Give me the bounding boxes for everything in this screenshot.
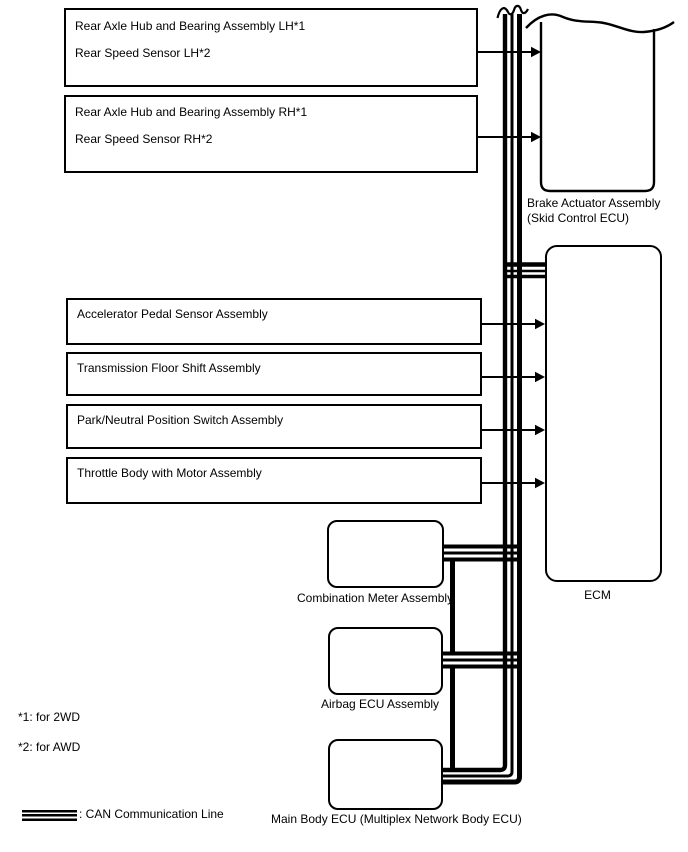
arrow-accelerator-to-ecm xyxy=(482,318,545,330)
box-rear-axle-hub-lh-line2: Rear Speed Sensor LH*2 xyxy=(75,46,211,60)
can-stub-airbag xyxy=(442,651,522,669)
box-ecm xyxy=(545,245,662,582)
box-rear-axle-hub-rh: Rear Axle Hub and Bearing Assembly RH*1 … xyxy=(64,95,478,173)
box-combination-meter xyxy=(327,520,444,588)
label-ecm: ECM xyxy=(584,588,611,602)
box-airbag-ecu xyxy=(328,627,443,695)
box-park-neutral-switch: Park/Neutral Position Switch Assembly xyxy=(66,404,482,449)
arrow-rear-lh-to-brake-actuator xyxy=(478,46,541,58)
brake-actuator-box xyxy=(525,13,675,193)
box-throttle-body-label: Throttle Body with Motor Assembly xyxy=(77,466,262,480)
arrow-rear-rh-to-brake-actuator xyxy=(478,131,541,143)
signal-arrows xyxy=(478,46,545,489)
box-main-body-ecu xyxy=(328,739,443,810)
label-airbag-ecu: Airbag ECU Assembly xyxy=(321,697,440,711)
box-transmission-floor-shift-label: Transmission Floor Shift Assembly xyxy=(77,361,261,375)
arrow-throttle-to-ecm xyxy=(482,477,545,489)
label-brake-actuator-line2: (Skid Control ECU) xyxy=(527,211,630,225)
box-accelerator-pedal-sensor: Accelerator Pedal Sensor Assembly xyxy=(66,298,482,345)
bus-break-squiggle xyxy=(496,4,529,19)
box-rear-axle-hub-rh-line2: Rear Speed Sensor RH*2 xyxy=(75,132,213,146)
can-bus-main-line xyxy=(442,14,522,785)
can-line-legend-icon xyxy=(22,810,77,821)
label-brake-actuator-line1: Brake Actuator Assembly xyxy=(527,196,661,210)
brake-actuator-box-outline xyxy=(539,22,656,193)
box-rear-axle-hub-rh-line1: Rear Axle Hub and Bearing Assembly RH*1 xyxy=(75,105,308,119)
box-transmission-floor-shift: Transmission Floor Shift Assembly xyxy=(66,352,482,396)
arrow-transmission-to-ecm xyxy=(482,371,545,383)
label-main-body-ecu: Main Body ECU (Multiplex Network Body EC… xyxy=(271,812,522,826)
box-accelerator-pedal-sensor-label: Accelerator Pedal Sensor Assembly xyxy=(77,307,268,321)
arrow-park-neutral-to-ecm xyxy=(482,424,545,436)
box-throttle-body: Throttle Body with Motor Assembly xyxy=(66,457,482,504)
box-park-neutral-switch-label: Park/Neutral Position Switch Assembly xyxy=(77,413,284,427)
brake-actuator-box-torn-edge xyxy=(525,13,675,34)
footnote-awd: *2: for AWD xyxy=(18,740,81,754)
footnote-2wd: *1: for 2WD xyxy=(18,710,81,724)
box-rear-axle-hub-lh-line1: Rear Axle Hub and Bearing Assembly LH*1 xyxy=(75,19,306,33)
box-rear-axle-hub-lh: Rear Axle Hub and Bearing Assembly LH*1 … xyxy=(64,8,478,87)
label-combination-meter: Combination Meter Assembly xyxy=(297,591,454,605)
can-stub-ecm xyxy=(503,262,546,279)
can-stub-combination-meter xyxy=(442,544,522,562)
legend-can-communication-line: : CAN Communication Line xyxy=(79,807,224,821)
